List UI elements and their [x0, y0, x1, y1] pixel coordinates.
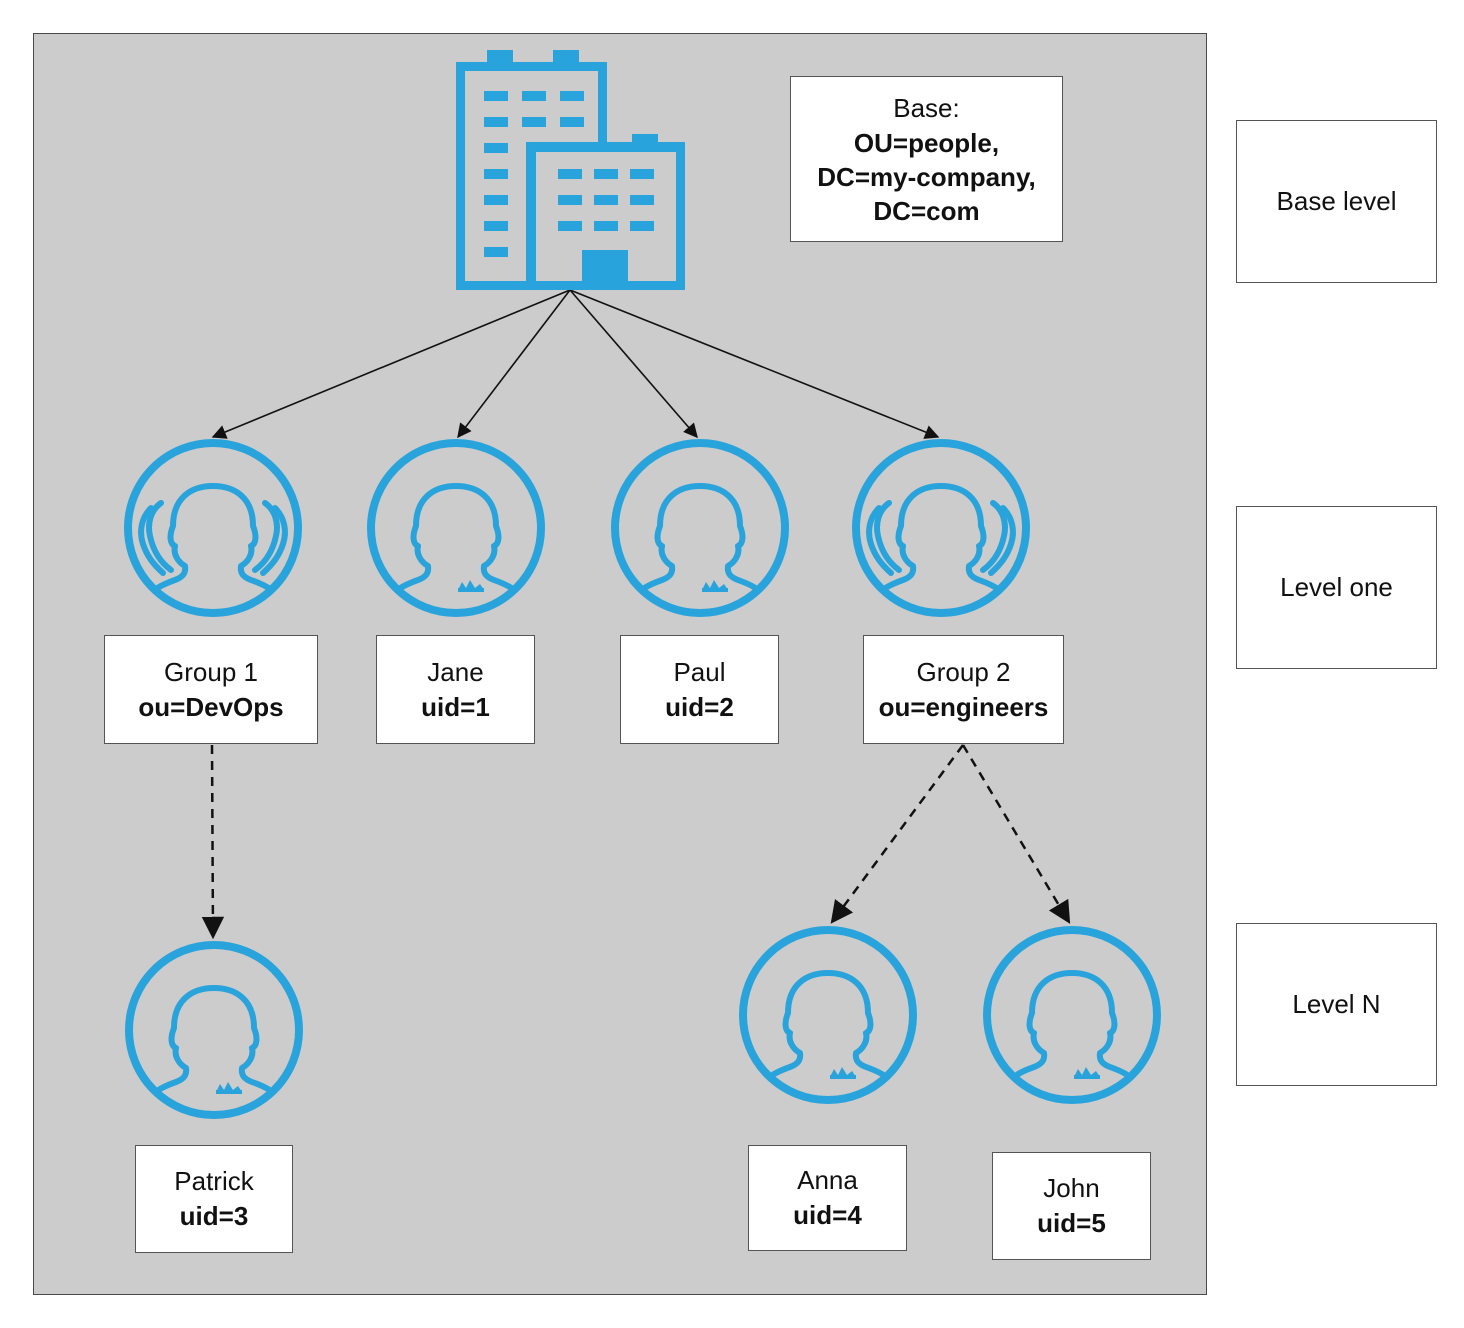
level-label-n: Level N — [1236, 923, 1437, 1086]
node-label-group2: Group 2 ou=engineers — [863, 635, 1064, 744]
node-dn: uid=4 — [793, 1200, 862, 1230]
user-icon — [367, 439, 545, 617]
node-dn: ou=engineers — [878, 691, 1049, 722]
group-icon — [852, 439, 1030, 617]
group-icon — [124, 439, 302, 617]
node-dn: ou=DevOps — [138, 691, 284, 722]
user-icon — [125, 941, 303, 1119]
node-name: Paul — [673, 656, 726, 687]
edge-group2-anna — [830, 744, 965, 924]
office-building-icon — [456, 50, 685, 290]
level-label-base: Base level — [1236, 120, 1437, 283]
level-label-one: Level one — [1236, 506, 1437, 669]
base-ou: OU=people, — [853, 127, 1000, 158]
base-label: Base: — [893, 92, 960, 123]
base-dn-box: Base: OU=people, DC=my-company, DC=com — [790, 76, 1063, 242]
node-label-jane: Jane uid=1 — [376, 635, 535, 744]
edge-root-jane — [457, 289, 571, 439]
node-name: Anna — [797, 1165, 858, 1195]
node-name: Group 2 — [916, 656, 1011, 687]
node-dn: uid=2 — [665, 691, 734, 722]
node-name: Group 1 — [164, 656, 258, 687]
edge-root-group1 — [211, 289, 571, 439]
node-dn: uid=5 — [1037, 1208, 1106, 1238]
node-label-anna: Anna uid=4 — [748, 1145, 907, 1251]
base-dc-company: DC=my-company, — [817, 161, 1036, 192]
node-name: John — [1043, 1173, 1100, 1203]
edge-group2-john — [961, 744, 1071, 924]
node-name: Jane — [427, 656, 484, 687]
node-label-john: John uid=5 — [992, 1152, 1151, 1260]
edge-root-paul — [569, 289, 698, 439]
user-icon — [983, 926, 1161, 1104]
node-label-group1: Group 1 ou=DevOps — [104, 635, 318, 744]
node-label-paul: Paul uid=2 — [620, 635, 779, 744]
node-dn: uid=1 — [421, 691, 490, 722]
level-text: Level one — [1280, 572, 1393, 602]
level-text: Level N — [1292, 989, 1381, 1019]
node-dn: uid=3 — [179, 1201, 249, 1231]
user-icon — [611, 439, 789, 617]
user-icon — [739, 926, 917, 1104]
edge-root-group2 — [569, 289, 940, 439]
node-name: Patrick — [174, 1166, 254, 1196]
base-dc-com: DC=com — [873, 195, 980, 226]
edge-group1-patrick — [201, 744, 225, 940]
node-label-patrick: Patrick uid=3 — [135, 1145, 293, 1253]
level-text: Base level — [1276, 186, 1397, 216]
